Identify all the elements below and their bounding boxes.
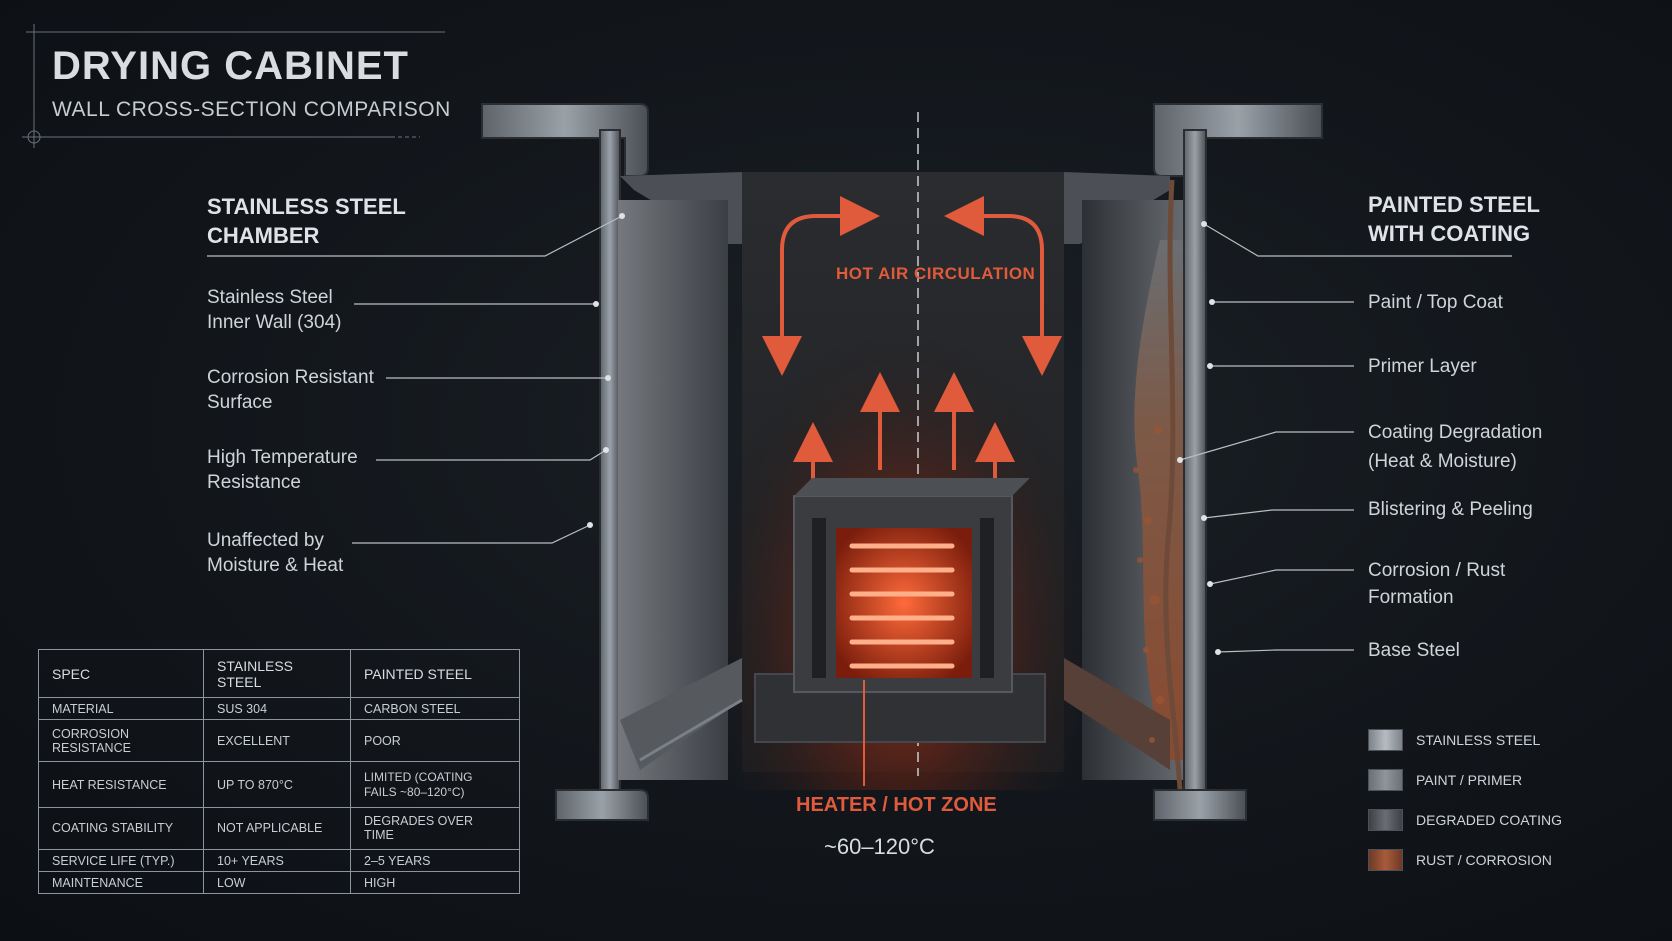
table-cell: CARBON STEEL: [350, 697, 520, 721]
table-row: COATING STABILITY NOT APPLICABLE DEGRADE…: [38, 806, 520, 851]
table-cell: LOW: [203, 871, 351, 894]
callout-line: Corrosion Resistant: [207, 367, 374, 388]
legend-item: PAINT / PRIMER: [1368, 768, 1522, 792]
legend-item: DEGRADED COATING: [1368, 808, 1562, 832]
right-leader-lines: [1179, 223, 1512, 653]
table-cell: 2–5 YEARS: [350, 849, 520, 873]
table-cell: CORROSION RESISTANCE: [38, 719, 204, 763]
table-cell: COATING STABILITY: [38, 806, 204, 851]
legend-item: RUST / CORROSION: [1368, 848, 1552, 872]
callout-inner-wall: Stainless Steel Inner Wall (304): [207, 285, 341, 335]
table-cell: SUS 304: [203, 697, 351, 721]
heater-unit: [754, 478, 1046, 786]
table-cell: 10+ YEARS: [203, 849, 351, 873]
table-cell: HEAT RESISTANCE: [38, 761, 204, 808]
table-cell: NOT APPLICABLE: [203, 806, 351, 851]
callout-line: Blistering & Peeling: [1368, 499, 1533, 520]
callout-line: High Temperature: [207, 447, 358, 468]
stainless-heading-line1: STAINLESS STEEL: [207, 194, 406, 219]
legend-label: DEGRADED COATING: [1416, 812, 1562, 828]
callout-blistering: Blistering & Peeling: [1368, 497, 1533, 522]
callout-line: Unaffected by: [207, 530, 324, 551]
callout-line: (Heat & Moisture): [1368, 451, 1517, 472]
callout-line: Stainless Steel: [207, 287, 333, 308]
table-header: PAINTED STEEL: [350, 648, 520, 699]
table-header: SPEC: [38, 648, 204, 699]
callout-line: Coating Degradation: [1368, 422, 1543, 443]
page-subtitle: WALL CROSS-SECTION COMPARISON: [52, 98, 451, 121]
painted-heading-line1: PAINTED STEEL: [1368, 192, 1540, 217]
table-row: MAINTENANCE LOW HIGH: [38, 871, 520, 894]
legend-swatch-rust: [1368, 849, 1403, 871]
temperature-range: ~60–120°C: [824, 834, 935, 859]
table-cell: UP TO 870°C: [203, 761, 351, 808]
callout-high-temperature: High Temperature Resistance: [207, 445, 358, 495]
legend-label: RUST / CORROSION: [1416, 852, 1552, 868]
callout-line: Surface: [207, 392, 273, 413]
legend-label: STAINLESS STEEL: [1416, 732, 1541, 748]
callout-primer-layer: Primer Layer: [1368, 354, 1477, 379]
stainless-heading-line2: CHAMBER: [207, 223, 320, 248]
painted-heading-line2: WITH COATING: [1368, 221, 1531, 246]
table-cell: SERVICE LIFE (TYP.): [38, 849, 204, 873]
table-row: MATERIAL SUS 304 CARBON STEEL: [38, 697, 520, 721]
callout-line: Base Steel: [1368, 640, 1460, 661]
airflow-label: HOT AIR CIRCULATION: [836, 264, 1036, 283]
legend-label: PAINT / PRIMER: [1416, 772, 1523, 788]
callout-line: Inner Wall (304): [207, 312, 342, 333]
table-cell: MAINTENANCE: [38, 871, 204, 894]
table-header-row: SPEC STAINLESS STEEL PAINTED STEEL: [38, 648, 520, 699]
callout-line: Moisture & Heat: [207, 555, 344, 576]
callout-line: Paint / Top Coat: [1368, 292, 1503, 313]
table-cell: EXCELLENT: [203, 719, 351, 763]
callout-coating-degradation: Coating Degradation (Heat & Moisture): [1368, 418, 1542, 476]
table-cell: MATERIAL: [38, 697, 204, 721]
painted-steel-wall: [1064, 103, 1323, 821]
callout-line: Primer Layer: [1368, 356, 1477, 377]
spec-comparison-table: SPEC STAINLESS STEEL PAINTED STEEL MATER…: [38, 648, 520, 894]
callout-line: Corrosion / Rust: [1368, 560, 1506, 581]
callout-paint-top-coat: Paint / Top Coat: [1368, 290, 1503, 315]
page-title: DRYING CABINET: [52, 44, 409, 88]
heater-label: HEATER / HOT ZONE: [796, 794, 997, 816]
callout-corrosion-rust: Corrosion / Rust Formation: [1368, 557, 1505, 611]
callout-unaffected: Unaffected by Moisture & Heat: [207, 528, 343, 578]
table-cell: DEGRADES OVER TIME: [350, 806, 520, 851]
legend-item: STAINLESS STEEL: [1368, 728, 1540, 752]
stainless-section-heading: STAINLESS STEEL CHAMBER: [207, 192, 406, 250]
table-cell: LIMITED (COATING FAILS ~80–120°C): [350, 761, 520, 808]
title-frame: [22, 24, 445, 148]
callout-corrosion-resistant: Corrosion Resistant Surface: [207, 365, 374, 415]
stainless-steel-wall: [481, 103, 743, 821]
table-row: HEAT RESISTANCE UP TO 870°C LIMITED (COA…: [38, 761, 520, 808]
left-leader-lines: [207, 215, 623, 544]
legend-swatch-degraded: [1368, 809, 1403, 831]
table-cell: POOR: [350, 719, 520, 763]
table-header: STAINLESS STEEL: [203, 648, 351, 699]
callout-line: Resistance: [207, 472, 301, 493]
legend-swatch-stainless: [1368, 729, 1403, 751]
callout-line: Formation: [1368, 587, 1454, 608]
painted-section-heading: PAINTED STEEL WITH COATING: [1368, 190, 1540, 248]
table-cell: HIGH: [350, 871, 520, 894]
table-row: SERVICE LIFE (TYP.) 10+ YEARS 2–5 YEARS: [38, 849, 520, 873]
legend-swatch-paint: [1368, 769, 1403, 791]
hot-air-arrows: [762, 196, 1062, 480]
callout-base-steel: Base Steel: [1368, 638, 1460, 663]
table-row: CORROSION RESISTANCE EXCELLENT POOR: [38, 719, 520, 763]
